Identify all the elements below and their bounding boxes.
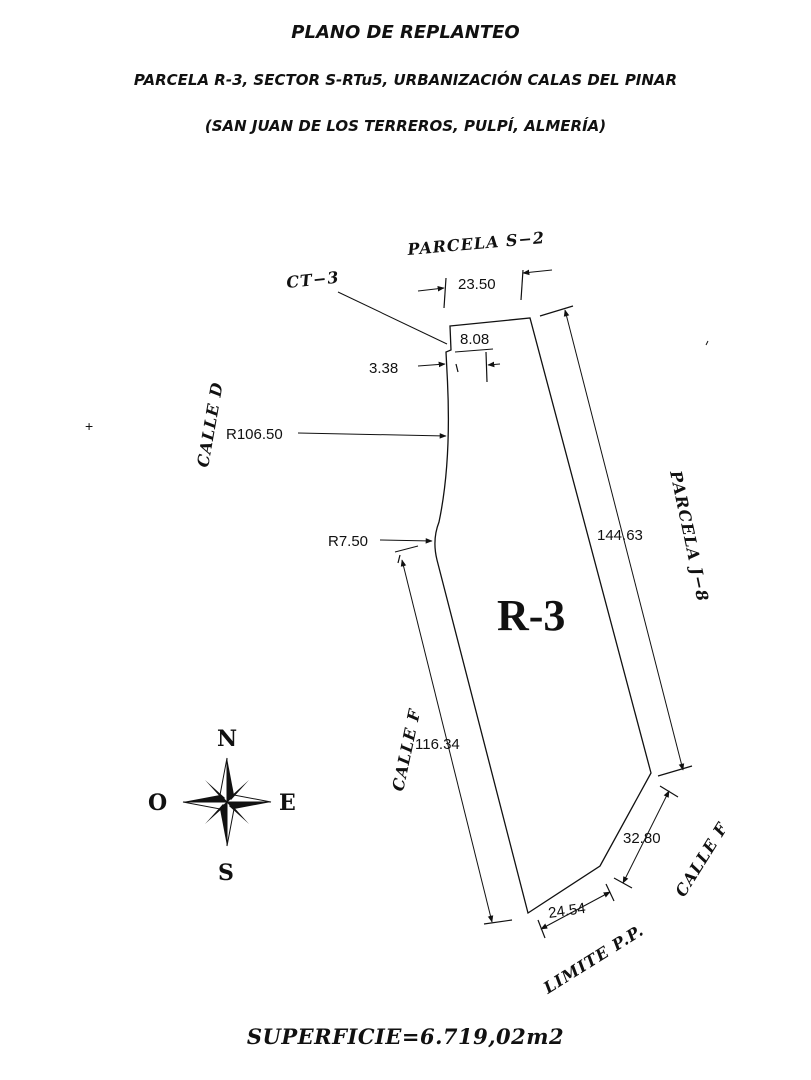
radius-large-label: R106.50 xyxy=(226,426,283,443)
dim-right-side-label: 144.63 xyxy=(597,527,643,544)
dim-left-side-label: 116.34 xyxy=(415,736,460,753)
compass-rose: N S E O xyxy=(148,726,296,886)
page-subtitle: PARCELA R-3, SECTOR S-RTu5, URBANIZACIÓN… xyxy=(133,71,678,89)
dim-bottom-diag-label: 32.80 xyxy=(623,830,661,847)
compass-south: S xyxy=(218,860,234,886)
radius-small: R7.50 xyxy=(328,533,433,553)
ct3-label: CT−3 xyxy=(285,268,340,292)
dim-top-width-label: 23.50 xyxy=(458,276,496,293)
dim-ct-width-label: 8.08 xyxy=(460,331,489,348)
dim-top-width: 23.50 xyxy=(417,269,553,309)
compass-north: N xyxy=(217,726,237,752)
dim-bottom-label: 24.54 xyxy=(547,900,587,922)
compass-east: E xyxy=(279,790,296,816)
parcel-id-label: R-3 xyxy=(497,591,565,640)
stray-mark xyxy=(705,340,709,346)
calle-f-right-label: CALLE F xyxy=(671,818,732,900)
page-title: PLANO DE REPLANTEO xyxy=(291,22,520,43)
compass-star-icon xyxy=(182,757,272,847)
dim-bottom: 24.54 xyxy=(537,883,615,939)
dim-ct-offset-label: 3.38 xyxy=(369,360,398,377)
dim-right-side: 144.63 xyxy=(539,305,693,777)
dim-bottom-diag: 32.80 xyxy=(613,785,679,889)
calle-d-label: CALLE D xyxy=(193,380,227,468)
page-location: (SAN JUAN DE LOS TERREROS, PULPÍ, ALMERÍ… xyxy=(204,117,607,135)
crosshair-mark: + xyxy=(85,418,93,434)
limite-pp-label: LIMITE P.P. xyxy=(539,921,647,998)
dim-left-side: 116.34 xyxy=(397,554,513,925)
radius-large: R106.50 xyxy=(226,426,447,443)
radius-small-label: R7.50 xyxy=(328,533,368,550)
compass-west: O xyxy=(148,790,167,816)
parcela-s2-label: PARCELA S−2 xyxy=(406,228,546,259)
parcela-j8-label: PARCELA J−8 xyxy=(666,468,713,604)
area-total: SUPERFICIE=6.719,02m2 xyxy=(246,1024,565,1049)
